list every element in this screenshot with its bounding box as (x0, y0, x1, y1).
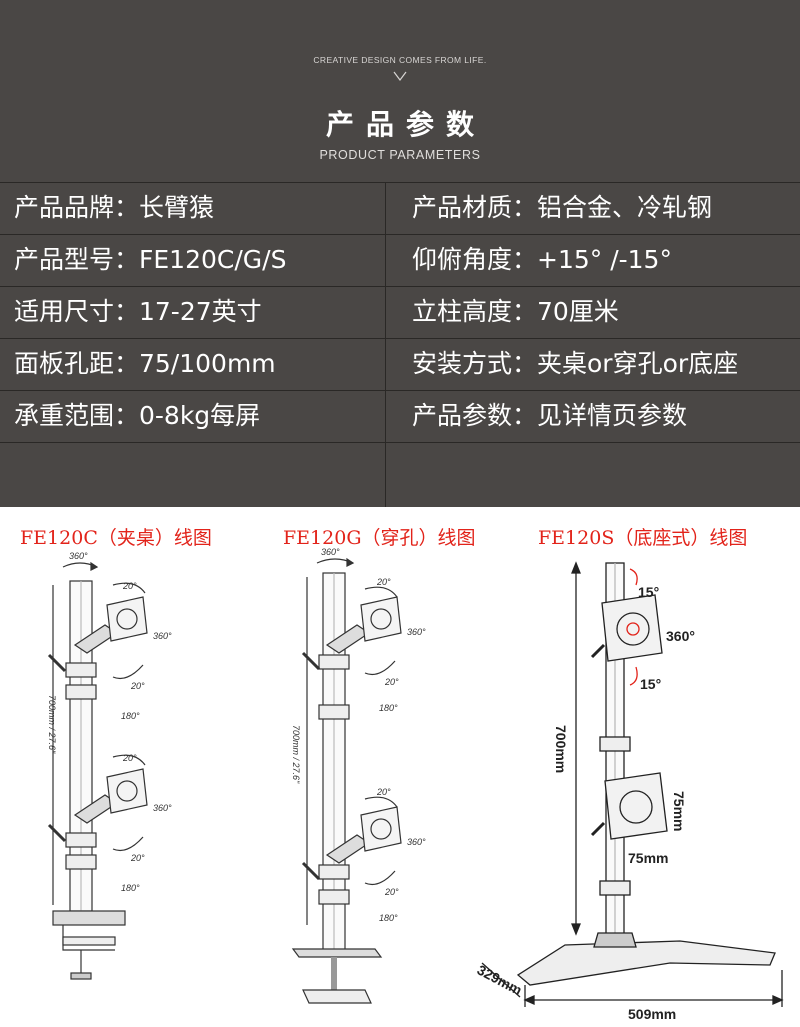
tagline: CREATIVE DESIGN COMES FROM LIFE. (313, 55, 487, 65)
table-divider (0, 182, 800, 183)
table-divider (0, 338, 800, 339)
table-column-divider (385, 183, 386, 507)
diagram-clamp: 360° 700mm / 27.6" 20° 360° 20° 180° 20°… (25, 545, 195, 1025)
param-vesa: 面板孔距：75/100mm (14, 349, 276, 378)
param-screen-size: 适用尺寸：17-27英寸 (14, 297, 262, 326)
label-pan-bottom: 180° (379, 913, 398, 923)
table-divider (0, 390, 800, 391)
param-mounting: 安装方式：夹桌or穿孔or底座 (412, 349, 739, 378)
page-subtitle: PRODUCT PARAMETERS (319, 148, 481, 162)
param-material: 产品材质：铝合金、冷轧钢 (412, 193, 713, 222)
diagram-caption-base: FE120S（底座式）线图 (538, 527, 748, 549)
chevron-down-icon (393, 71, 407, 81)
table-divider (0, 286, 800, 287)
label-swivel-top: 20° (130, 681, 145, 691)
label-height: 700mm (553, 725, 569, 773)
param-load: 承重范围：0-8kg每屏 (14, 401, 261, 430)
label-swivel-top: 20° (384, 677, 399, 687)
label-tilt-bottom: 20° (376, 787, 391, 797)
label-rotate: 360° (666, 628, 695, 644)
table-divider (0, 442, 800, 443)
diagram-grommet: 360° 700mm / 27.6" 20° 360° 20° 180° 20°… (285, 545, 455, 1025)
diagram-caption-clamp: FE120C（夹桌）线图 (20, 527, 212, 549)
label-tilt-top: 20° (376, 577, 391, 587)
label-width: 509mm (628, 1006, 676, 1022)
label-rotation-top: 360° (321, 547, 340, 557)
param-details: 产品参数：见详情页参数 (412, 401, 688, 430)
table-divider (0, 234, 800, 235)
label-tilt-top: 20° (122, 581, 137, 591)
label-height: 700mm / 27.6" (291, 725, 301, 784)
label-swivel-bottom: 20° (384, 887, 399, 897)
label-rotate-top: 360° (407, 627, 426, 637)
label-rotate-bottom: 360° (153, 803, 172, 813)
parameter-panel: CREATIVE DESIGN COMES FROM LIFE. 产品参数 PR… (0, 0, 800, 507)
page-title: 产品参数 (325, 108, 486, 141)
param-model: 产品型号：FE120C/G/S (14, 245, 287, 274)
label-pan-top: 180° (121, 711, 140, 721)
label-pan-bottom: 180° (121, 883, 140, 893)
label-height: 700mm / 27.6" (47, 695, 57, 754)
param-tilt-angle: 仰俯角度：+15° /-15° (412, 245, 672, 274)
label-depth: 329mm (475, 962, 525, 999)
label-tilt-up: 15° (638, 584, 659, 600)
param-brand: 产品品牌：长臂猿 (14, 193, 215, 222)
param-pole-height: 立柱高度：70厘米 (412, 297, 619, 326)
label-rotate-top: 360° (153, 631, 172, 641)
label-pan-top: 180° (379, 703, 398, 713)
label-swivel-bottom: 20° (130, 853, 145, 863)
label-rotate-bottom: 360° (407, 837, 426, 847)
label-vesa-width: 75mm (628, 850, 668, 866)
label-vesa-height: 75mm (671, 791, 687, 831)
label-tilt-bottom: 20° (122, 753, 137, 763)
label-rotation-top: 360° (69, 551, 88, 561)
label-tilt-down: 15° (640, 676, 661, 692)
diagram-base: 15° 360° 15° 700mm 75mm 75mm 329mm 509mm (470, 545, 800, 1025)
diagram-caption-grommet: FE120G（穿孔）线图 (283, 527, 476, 549)
